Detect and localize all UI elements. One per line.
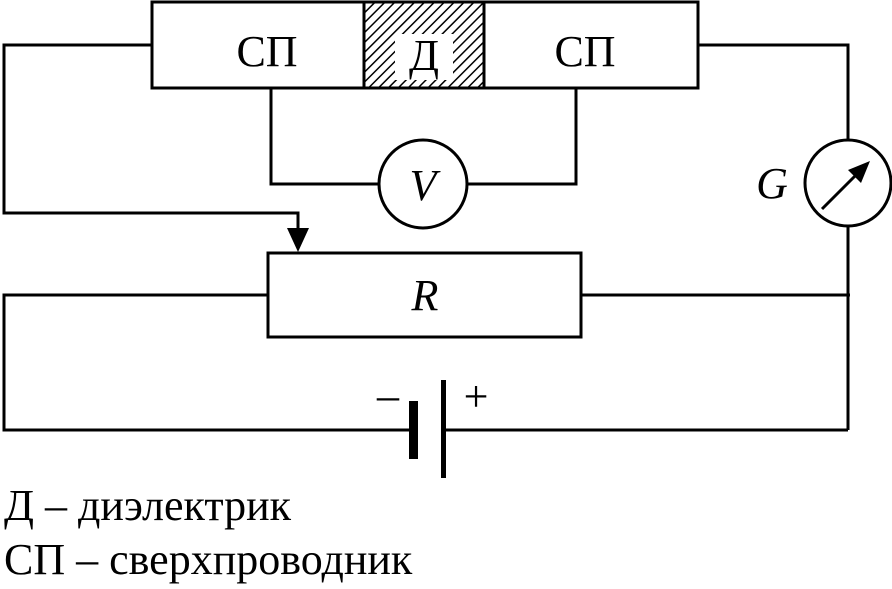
galvanometer-label: G [756,159,788,208]
superconductor-right-label: СП [554,27,615,76]
voltmeter-label: V [410,161,442,210]
wires [2,43,850,432]
wire-resistor-left-to-battery [2,293,412,432]
battery-positive-plate [441,380,446,478]
voltmeter: V [377,138,469,230]
wire-junction-to-galvanometer [698,43,850,140]
galvanometer-needle-icon [820,171,860,211]
junction: СП Д СП [150,0,700,90]
galvanometer-arrow-icon [848,161,870,183]
battery: – + [376,371,488,478]
legend-superconductor: СП – сверхпроводник [4,535,413,584]
battery-negative-plate [409,401,418,459]
resistor: R [266,251,583,339]
battery-minus-label: – [376,371,400,420]
galvanometer: G [756,138,892,228]
wire-slider-lead [2,43,300,230]
slider-arrow-icon [287,228,309,252]
legend-dielectric: Д – диэлектрик [4,481,292,530]
dielectric-label: Д [409,31,439,80]
wire-voltmeter-right [467,88,578,186]
battery-plus-label: + [464,372,489,421]
wire-voltmeter-left [269,88,379,186]
resistor-label: R [411,271,439,320]
superconductor-left-label: СП [236,27,297,76]
dielectric-label-bg [395,34,453,80]
